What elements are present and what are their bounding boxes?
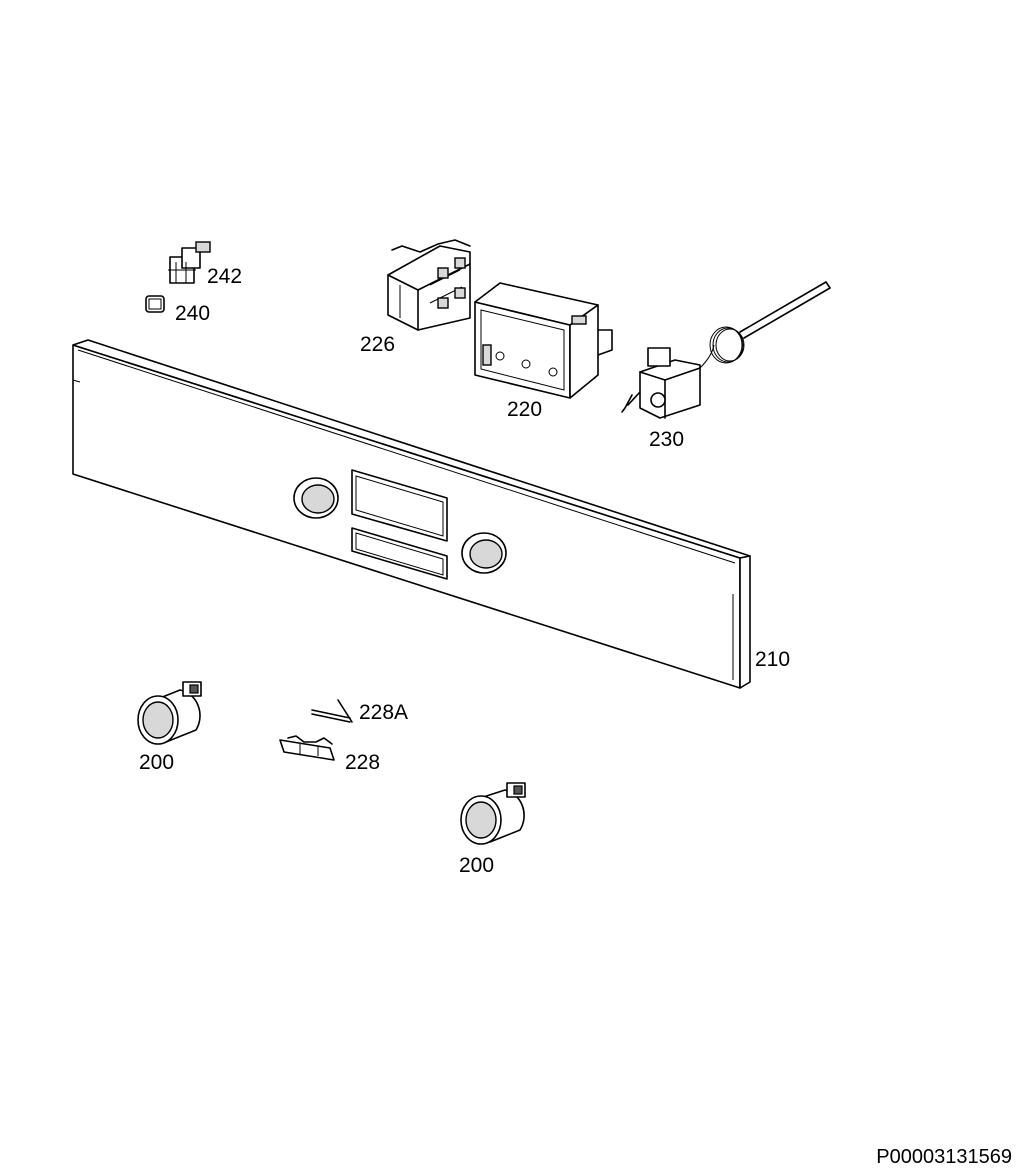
electronic-timer-220 (474, 282, 613, 399)
frame-bracket-226 (387, 239, 471, 331)
small-cap-240 (145, 295, 165, 313)
label-220: 220 (507, 398, 542, 421)
label-228: 228 (345, 751, 380, 774)
label-210: 210 (755, 648, 790, 671)
label-228A: 228A (359, 701, 408, 724)
label-230: 230 (649, 428, 684, 451)
pin-228A (311, 699, 353, 723)
label-240: 240 (175, 302, 210, 325)
knob-200-left (137, 681, 202, 745)
knob-200-right (460, 782, 526, 845)
document-id: P00003131569 (876, 1146, 1012, 1168)
label-200-left: 200 (139, 751, 174, 774)
label-226: 226 (360, 333, 395, 356)
switch-terminal-242 (168, 241, 211, 284)
label-242: 242 (207, 265, 242, 288)
control-panel-210 (72, 339, 751, 689)
thermostat-230 (621, 281, 831, 419)
spring-clip-228 (279, 735, 335, 761)
label-200-right: 200 (459, 854, 494, 877)
